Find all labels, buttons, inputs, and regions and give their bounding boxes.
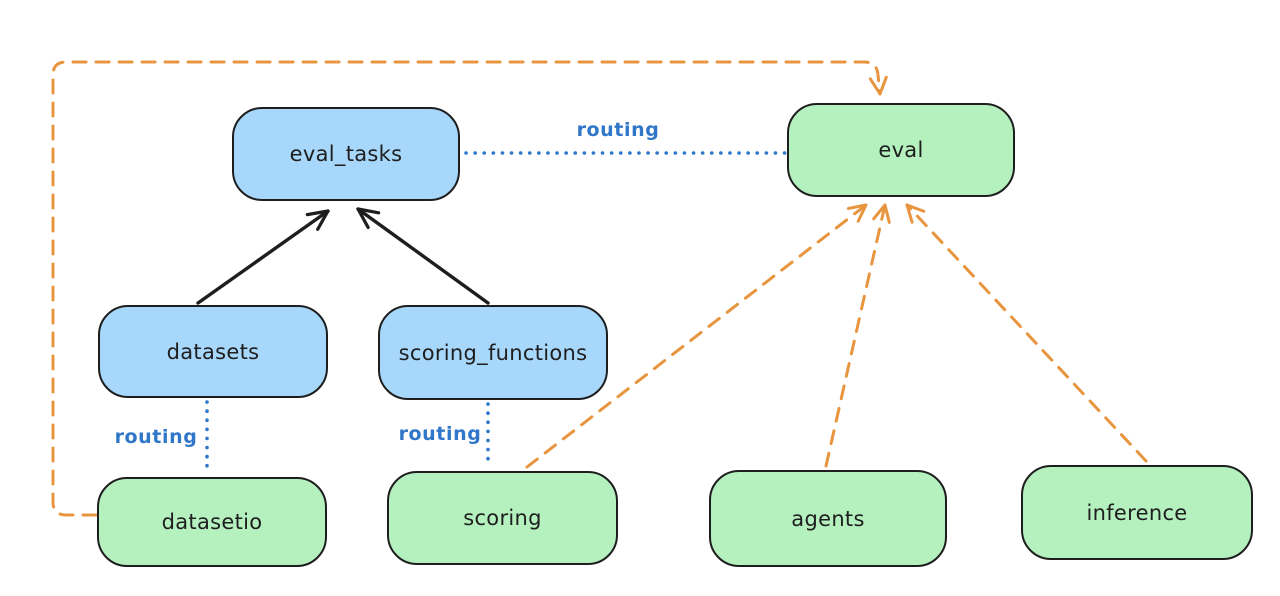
node-datasetio: datasetio <box>97 477 327 567</box>
node-agents: agents <box>709 470 947 567</box>
edge-inference-to-eval <box>905 203 1148 463</box>
node-eval: eval <box>787 103 1015 197</box>
node-scoring-functions: scoring_functions <box>378 305 608 400</box>
node-datasets-label: datasets <box>166 339 260 364</box>
edge-scoring-functions-to-eval-tasks <box>356 207 490 305</box>
node-agents-label: agents <box>791 506 865 531</box>
node-eval-tasks-label: eval_tasks <box>289 142 403 166</box>
node-eval-tasks: eval_tasks <box>232 107 460 201</box>
node-scoring-label: scoring <box>463 506 542 530</box>
node-inference-label: inference <box>1086 500 1188 525</box>
node-scoring-functions-label: scoring_functions <box>398 340 588 365</box>
edge-datasetio-to-eval <box>51 60 888 517</box>
edge-datasets-to-eval-tasks <box>196 209 330 305</box>
node-eval-label: eval <box>878 138 924 162</box>
edge-label-routing-top: routing <box>576 119 660 141</box>
node-scoring: scoring <box>387 471 618 565</box>
node-datasetio-label: datasetio <box>161 510 263 534</box>
node-inference: inference <box>1021 465 1253 560</box>
edge-agents-to-eval <box>824 203 891 468</box>
node-datasets: datasets <box>98 305 328 398</box>
edge-label-routing-left: routing <box>114 426 198 448</box>
edge-scoring-to-eval <box>525 203 868 469</box>
edge-label-routing-mid: routing <box>398 423 482 445</box>
